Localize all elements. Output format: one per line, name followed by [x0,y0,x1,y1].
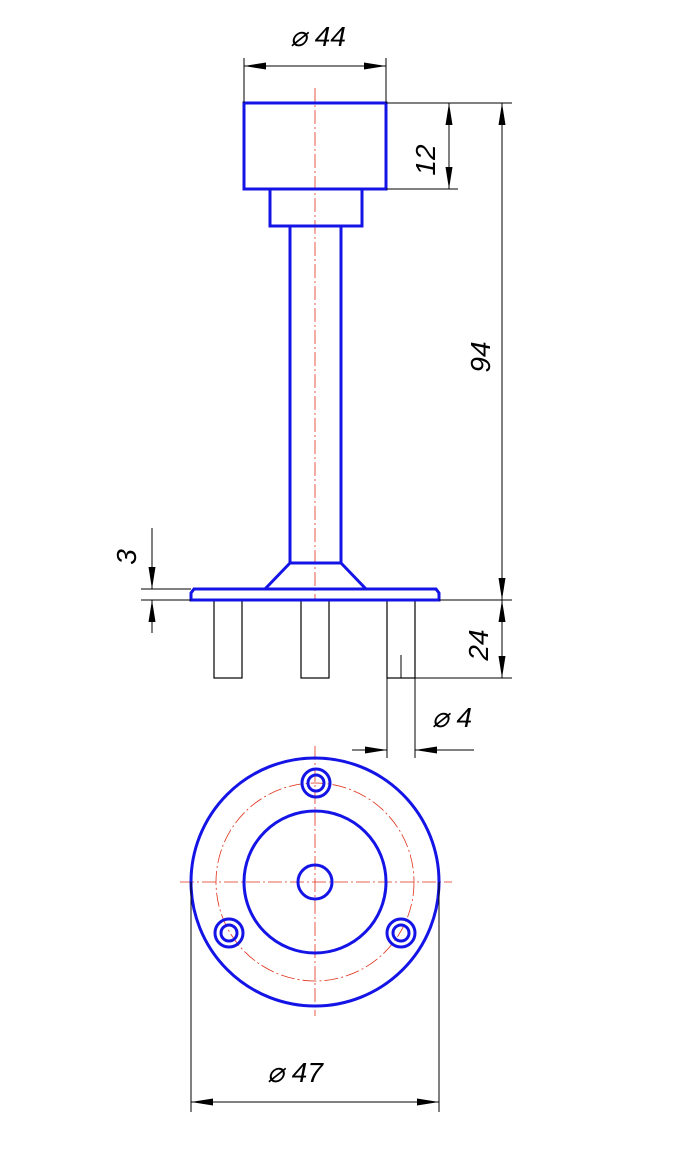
dim-head-diameter: ⌀ 44 [243,21,387,103]
front-view [189,88,441,679]
shaft-cone [263,561,368,591]
dim-flange-diameter-label: ⌀ 47 [267,1057,324,1088]
dim-overall-height: 94 [386,102,512,601]
head-collar [268,187,364,228]
shaft-outline [296,863,334,901]
dim-flange-thickness-label: 3 [111,549,142,565]
dim-head-height: 12 [386,102,458,190]
pin-top [300,767,332,799]
dim-flange-thickness: 3 [111,528,191,633]
head-outline [242,809,388,955]
pin-lower-left [213,917,245,949]
dim-pin-diameter-label: ⌀ 4 [432,702,472,733]
pin-middle [300,599,330,679]
dim-head-height-label: 12 [410,144,441,176]
dim-flange-diameter: ⌀ 47 [190,882,440,1112]
pin-lower-right [385,917,417,949]
dim-pin-length-label: 24 [463,629,494,661]
pin-left [213,599,243,679]
dim-pin-diameter: ⌀ 4 [352,678,474,758]
front-view-dimensions: ⌀ 44 12 94 3 [111,21,512,758]
dim-pin-length: 24 [415,600,512,679]
bottom-view [180,746,452,1016]
dim-head-diameter-label: ⌀ 44 [290,21,346,52]
dim-overall-height-label: 94 [465,341,496,372]
pin-pitch-circle [215,782,415,982]
